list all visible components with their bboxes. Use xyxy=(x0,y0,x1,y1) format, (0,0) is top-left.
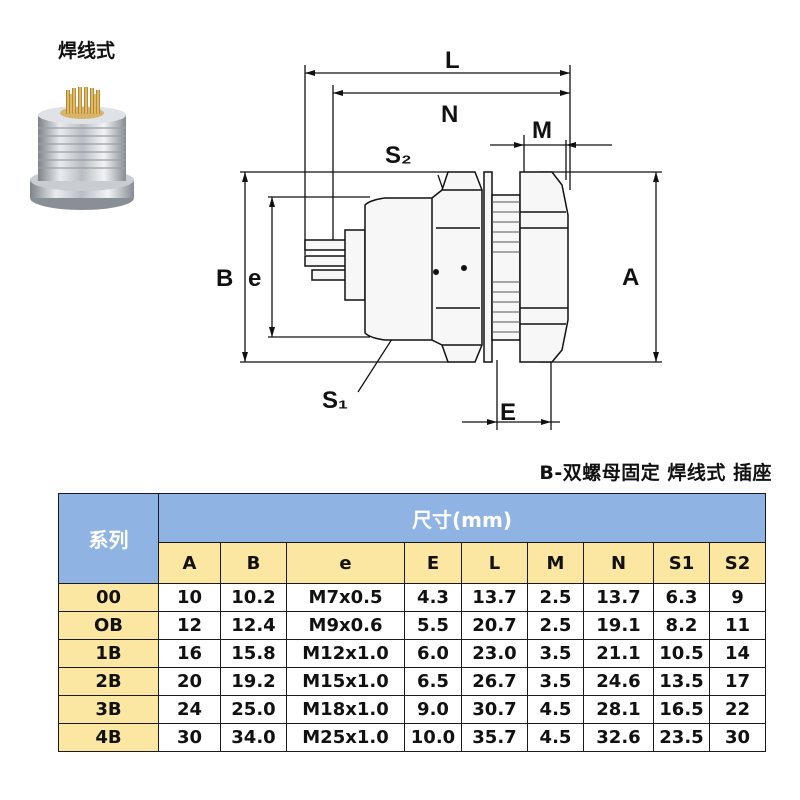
value-cell: 28.1 xyxy=(583,695,654,724)
value-cell: 4.3 xyxy=(404,583,462,612)
technical-drawing: L N M S₂ B e A S₁ E xyxy=(216,47,662,430)
value-cell: 24 xyxy=(158,695,221,724)
value-cell: 30 xyxy=(709,723,766,752)
value-cell: 25.0 xyxy=(220,695,287,724)
value-cell: M12x1.0 xyxy=(286,639,405,668)
series-cell: 00 xyxy=(58,583,159,612)
dim-label-A: A xyxy=(622,264,639,291)
value-cell: 34.0 xyxy=(220,723,287,752)
value-cell: 19.1 xyxy=(583,611,654,640)
value-cell: 10.2 xyxy=(220,583,287,612)
value-cell: 4.5 xyxy=(527,723,584,752)
value-cell: 14 xyxy=(709,639,766,668)
column-header: A xyxy=(158,542,221,584)
value-cell: 30.7 xyxy=(461,695,528,724)
value-cell: 6.5 xyxy=(404,667,462,696)
value-cell: M25x1.0 xyxy=(286,723,405,752)
column-header: S2 xyxy=(709,542,766,584)
value-cell: 16.5 xyxy=(653,695,710,724)
table-title: B-双螺母固定 焊线式 插座 xyxy=(539,462,772,484)
column-header: M xyxy=(527,542,584,584)
connector-photo xyxy=(30,87,134,210)
value-cell: 10.5 xyxy=(653,639,710,668)
dim-label-L: L xyxy=(445,47,460,74)
value-cell: 10.0 xyxy=(404,723,462,752)
value-cell: 22 xyxy=(709,695,766,724)
value-cell: M15x1.0 xyxy=(286,667,405,696)
value-cell: 12 xyxy=(158,611,221,640)
value-cell: 35.7 xyxy=(461,723,528,752)
size-header: 尺寸(mm) xyxy=(158,493,766,543)
value-cell: 17 xyxy=(709,667,766,696)
dim-label-S1: S₁ xyxy=(322,387,348,414)
value-cell: 12.4 xyxy=(220,611,287,640)
value-cell: 2.5 xyxy=(527,583,584,612)
value-cell: 2.5 xyxy=(527,611,584,640)
value-cell: M7x0.5 xyxy=(286,583,405,612)
value-cell: 21.1 xyxy=(583,639,654,668)
value-cell: M18x1.0 xyxy=(286,695,405,724)
value-cell: 9 xyxy=(709,583,766,612)
column-header: N xyxy=(583,542,654,584)
value-cell: 19.2 xyxy=(220,667,287,696)
value-cell: 30 xyxy=(158,723,221,752)
value-cell: 10 xyxy=(158,583,221,612)
value-cell: 3.5 xyxy=(527,667,584,696)
dim-label-B: B xyxy=(216,265,233,292)
column-header: E xyxy=(404,542,462,584)
series-cell: OB xyxy=(58,611,159,640)
column-header: L xyxy=(461,542,528,584)
series-cell: 3B xyxy=(58,695,159,724)
value-cell: 13.7 xyxy=(461,583,528,612)
column-header: e xyxy=(286,542,405,584)
value-cell: 6.0 xyxy=(404,639,462,668)
value-cell: 11 xyxy=(709,611,766,640)
value-cell: 23.0 xyxy=(461,639,528,668)
series-cell: 4B xyxy=(58,723,159,752)
value-cell: 24.6 xyxy=(583,667,654,696)
dim-label-S2: S₂ xyxy=(385,142,412,169)
series-cell: 2B xyxy=(58,667,159,696)
value-cell: 15.8 xyxy=(220,639,287,668)
dim-label-e: e xyxy=(248,265,261,292)
value-cell: 20.7 xyxy=(461,611,528,640)
product-label: 焊线式 xyxy=(58,40,116,62)
value-cell: 13.5 xyxy=(653,667,710,696)
column-header: B xyxy=(220,542,287,584)
value-cell: 16 xyxy=(158,639,221,668)
value-cell: 6.3 xyxy=(653,583,710,612)
value-cell: 8.2 xyxy=(653,611,710,640)
column-header: S1 xyxy=(653,542,710,584)
dim-label-M: M xyxy=(532,117,552,144)
series-header: 系列 xyxy=(58,493,159,584)
value-cell: 9.0 xyxy=(404,695,462,724)
value-cell: 20 xyxy=(158,667,221,696)
value-cell: M9x0.6 xyxy=(286,611,405,640)
value-cell: 26.7 xyxy=(461,667,528,696)
value-cell: 13.7 xyxy=(583,583,654,612)
value-cell: 5.5 xyxy=(404,611,462,640)
dim-label-E: E xyxy=(500,399,516,426)
value-cell: 32.6 xyxy=(583,723,654,752)
value-cell: 4.5 xyxy=(527,695,584,724)
value-cell: 23.5 xyxy=(653,723,710,752)
dim-label-N: N xyxy=(441,101,458,128)
series-cell: 1B xyxy=(58,639,159,668)
value-cell: 3.5 xyxy=(527,639,584,668)
